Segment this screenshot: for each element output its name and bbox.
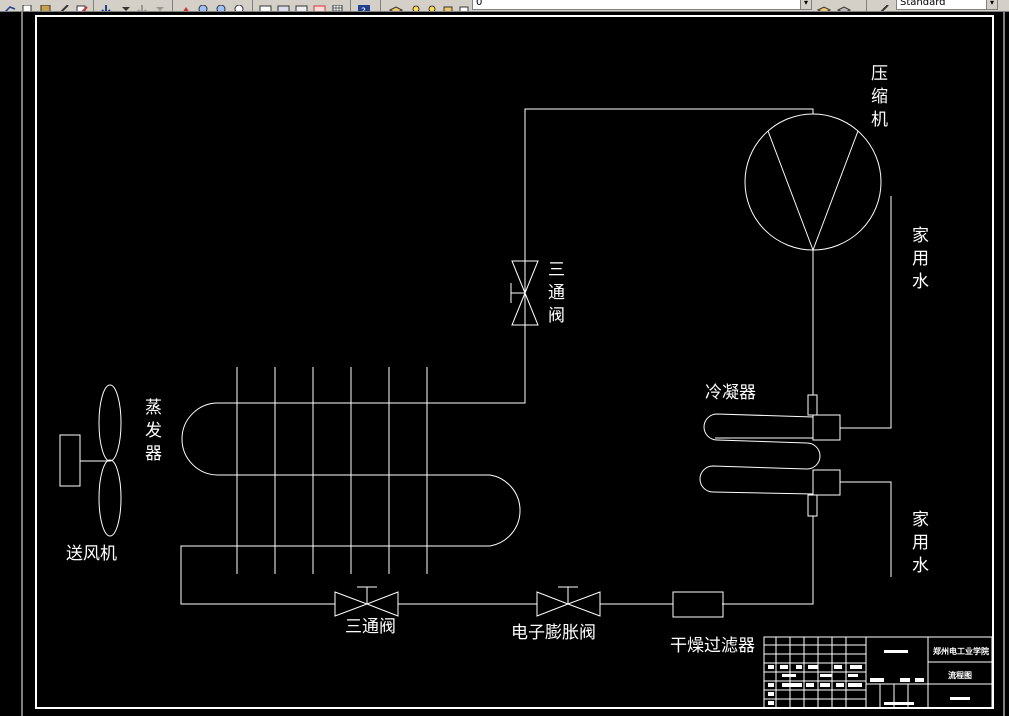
compressor-label-3: 机 xyxy=(871,110,888,130)
brush-icon[interactable] xyxy=(56,0,72,11)
evaporator-inlet-line xyxy=(180,545,490,605)
condenser-inlet-fitting xyxy=(807,394,818,416)
layer-dropdown-icon[interactable]: ▾ xyxy=(800,0,812,10)
title-block-school: 郑州电工业学院 xyxy=(933,646,989,656)
edit-icon[interactable] xyxy=(74,0,90,11)
tool-palettes-icon[interactable] xyxy=(294,0,310,11)
electronic-expansion-valve-symbol xyxy=(536,586,601,617)
zoom-previous-icon[interactable] xyxy=(232,0,248,11)
water-line-top xyxy=(840,196,892,429)
cad-toolbar: ? 0 ▾ Standard ▾ xyxy=(0,0,1009,12)
three-way-valve-vertical-label-1: 三 xyxy=(548,260,565,280)
text-style-dropdown-icon[interactable]: ▾ xyxy=(986,0,998,10)
make-layer-current-icon[interactable] xyxy=(816,0,832,11)
redo-icon[interactable] xyxy=(134,0,150,11)
household-water-top-label-1: 家 xyxy=(912,226,929,246)
blower-symbol xyxy=(59,384,122,537)
zoom-realtime-icon[interactable] xyxy=(196,0,212,11)
household-water-top-label-2: 用 xyxy=(912,249,929,269)
undo-icon[interactable] xyxy=(98,0,114,11)
pan-icon[interactable] xyxy=(178,0,194,11)
three-way-valve-vertical-symbol xyxy=(510,260,539,326)
household-water-bottom-label-3: 水 xyxy=(912,556,929,576)
three-way-valve-bottom-label: 三通阀 xyxy=(345,617,396,637)
suction-line xyxy=(432,108,814,404)
condenser-outlet-fitting xyxy=(807,494,818,517)
zoom-window-icon[interactable] xyxy=(214,0,230,11)
paste-icon[interactable] xyxy=(38,0,54,11)
undo-dropdown-icon[interactable] xyxy=(118,0,134,11)
household-water-top-label-3: 水 xyxy=(912,272,929,292)
title-block-drawing-name: 流程图 xyxy=(948,670,972,680)
compressor-symbol xyxy=(744,113,882,251)
compressor-label-1: 压 xyxy=(871,64,888,84)
layer-color-icon[interactable] xyxy=(456,0,472,11)
layer-previous-icon[interactable] xyxy=(836,0,852,11)
layer-select[interactable]: 0 xyxy=(472,0,812,10)
water-line-bottom xyxy=(840,481,892,577)
design-center-icon[interactable] xyxy=(276,0,292,11)
layer-lock-icon[interactable] xyxy=(440,0,456,11)
three-way-valve-vertical-label-3: 阀 xyxy=(548,306,565,326)
three-way-valve-bottom-symbol xyxy=(334,586,399,617)
sheet-set-icon[interactable] xyxy=(312,0,328,11)
help-icon[interactable]: ? xyxy=(356,0,372,12)
evaporator-coil-symbol xyxy=(181,367,521,574)
title-block-marks xyxy=(768,650,970,705)
text-style-select[interactable]: Standard xyxy=(896,0,996,10)
liquid-line-right xyxy=(722,516,814,605)
drawing-canvas[interactable]: 压 缩 机 三 通 阀 家 用 水 家 用 水 冷凝器 蒸 发 器 送风机 三通… xyxy=(0,12,1009,716)
electronic-expansion-valve-label: 电子膨胀阀 xyxy=(511,623,596,643)
evaporator-label-3: 器 xyxy=(145,444,162,464)
properties-icon[interactable] xyxy=(258,0,274,11)
household-water-bottom-label-2: 用 xyxy=(912,533,929,553)
copy-icon[interactable] xyxy=(20,0,36,11)
evaporator-label-1: 蒸 xyxy=(145,398,162,418)
layer-manager-icon[interactable] xyxy=(388,0,404,11)
calculator-icon[interactable] xyxy=(330,0,346,11)
dry-filter-symbol xyxy=(672,591,724,618)
svg-text:?: ? xyxy=(361,7,366,12)
dry-filter-label: 干燥过滤器 xyxy=(670,636,755,656)
layer-on-icon[interactable] xyxy=(408,0,424,11)
layer-freeze-icon[interactable] xyxy=(424,0,440,11)
redo-dropdown-icon[interactable] xyxy=(152,0,168,11)
condenser-label: 冷凝器 xyxy=(705,383,756,403)
household-water-bottom-label-1: 家 xyxy=(912,510,929,530)
text-style-icon[interactable] xyxy=(876,0,892,11)
evaporator-label-2: 发 xyxy=(145,421,162,441)
inner-frame xyxy=(35,15,994,709)
compressor-label-2: 缩 xyxy=(871,87,888,107)
condenser-coil-symbol xyxy=(699,413,841,496)
blower-label: 送风机 xyxy=(66,544,117,564)
three-way-valve-vertical-label-2: 通 xyxy=(548,283,565,303)
match-properties-icon[interactable] xyxy=(2,0,18,11)
